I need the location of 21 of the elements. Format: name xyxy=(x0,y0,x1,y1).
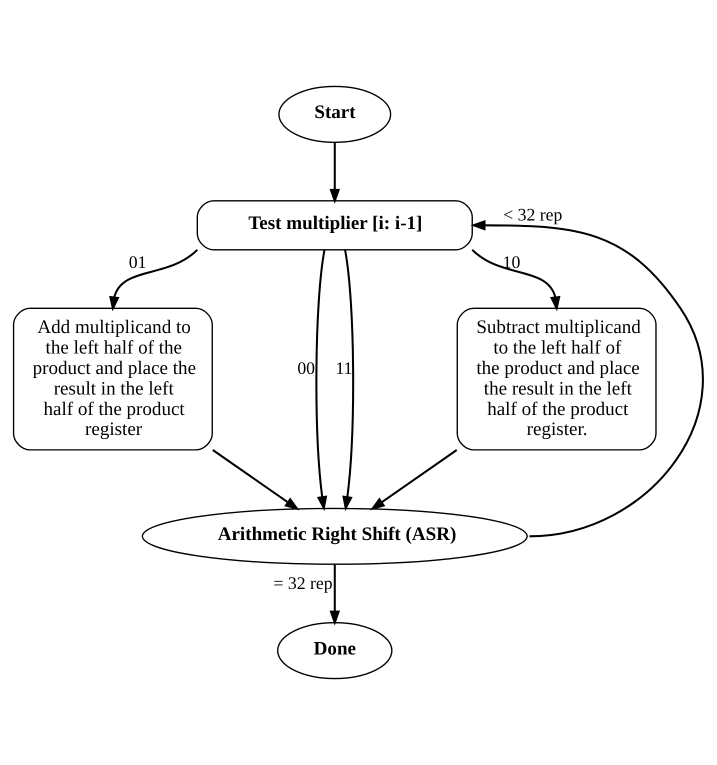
edge-label: 11 xyxy=(335,358,352,378)
arrow xyxy=(212,449,300,510)
node-ellipse: Done xyxy=(277,622,393,680)
edge-label: = 32 rep xyxy=(274,572,333,593)
edge-label: 10 xyxy=(502,252,520,272)
arrow xyxy=(342,250,354,512)
node-box: Subtract multiplicand to the left half of the product and place the result in the left half of the product register. xyxy=(456,308,657,451)
node-ellipse: Start xyxy=(278,86,392,143)
arrow xyxy=(330,142,340,204)
arrow xyxy=(109,249,198,312)
node-box: Add multiplicand to the left half of the product and place the result in the left half of the product register xyxy=(12,308,213,451)
arrow xyxy=(472,249,560,312)
node-ellipse: Arithmetic Right Shift (ASR) xyxy=(142,508,528,565)
arrow xyxy=(315,250,328,512)
edge-label: < 32 rep xyxy=(503,204,562,225)
node-box: Test multiplier [i: i-1] xyxy=(196,200,473,250)
arrow xyxy=(370,449,458,510)
arrow xyxy=(470,220,704,538)
edge-label: 01 xyxy=(128,252,146,272)
edge-label: 00 xyxy=(297,358,316,378)
arrow xyxy=(330,564,340,626)
